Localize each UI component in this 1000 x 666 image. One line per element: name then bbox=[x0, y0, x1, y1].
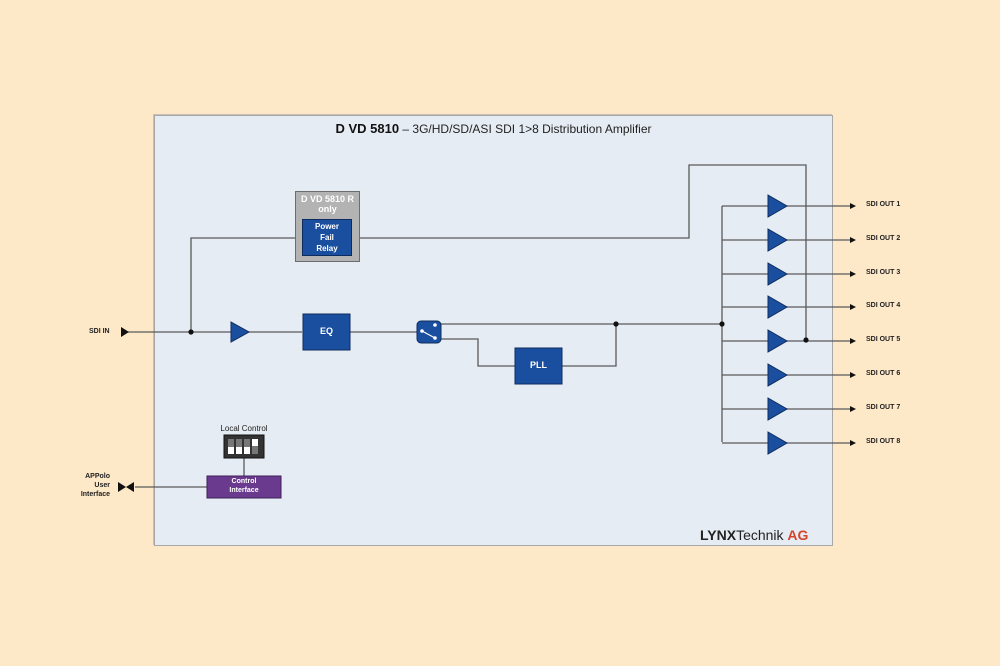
wire-to-relay bbox=[190, 237, 295, 332]
wire-relay-bypass bbox=[360, 164, 807, 340]
output-amplifier-icon bbox=[767, 295, 788, 319]
output-amplifier-icon bbox=[767, 262, 788, 286]
sdi-out-label: SDI OUT 6 bbox=[866, 370, 901, 377]
local-control-label: Local Control bbox=[220, 424, 268, 433]
output-amplifier-icon bbox=[767, 397, 788, 421]
sdi-out-label: SDI OUT 5 bbox=[866, 336, 901, 343]
output-amplifier-icon bbox=[767, 431, 788, 455]
wire-pll-out bbox=[562, 324, 617, 367]
output-arrow-icon bbox=[850, 203, 856, 209]
switch-lever-icon bbox=[421, 330, 436, 339]
sdi-in-arrow-icon bbox=[121, 327, 129, 337]
sdi-out-label: SDI OUT 7 bbox=[866, 404, 901, 411]
junction-dot bbox=[719, 321, 725, 327]
junction-dot bbox=[188, 329, 194, 335]
company-logo: LYNXTechnik AG bbox=[700, 527, 809, 543]
sdi-in-label: SDI IN bbox=[89, 328, 110, 335]
eq-block bbox=[302, 313, 351, 351]
output-arrow-icon bbox=[850, 338, 856, 344]
sdi-out-label: SDI OUT 8 bbox=[866, 438, 901, 445]
switch-contact-icon bbox=[433, 323, 437, 327]
sdi-out-label: SDI OUT 3 bbox=[866, 269, 901, 276]
pll-label: PLL bbox=[530, 360, 547, 370]
output-amplifier-icon bbox=[767, 363, 788, 387]
output-arrow-icon bbox=[850, 406, 856, 412]
sdi-out-label: SDI OUT 4 bbox=[866, 302, 901, 309]
junction-dot bbox=[613, 321, 619, 327]
eq-label: EQ bbox=[319, 326, 333, 336]
appolo-user-interface-label: APPolo User Interface bbox=[80, 473, 110, 498]
output-amplifier-icon bbox=[767, 194, 788, 218]
output-arrow-icon bbox=[850, 372, 856, 378]
title-description: – 3G/HD/SD/ASI SDI 1>8 Distribution Ampl… bbox=[399, 122, 652, 136]
device-panel bbox=[154, 115, 833, 546]
power-fail-relay-block bbox=[302, 219, 352, 256]
bidirectional-arrow-icon bbox=[126, 482, 134, 492]
wires bbox=[128, 164, 807, 488]
sdi-out-label: SDI OUT 2 bbox=[866, 235, 901, 242]
control-interface-block bbox=[206, 475, 282, 499]
output-arrow-icon bbox=[850, 237, 856, 243]
pll-block bbox=[514, 347, 563, 385]
output-arrow-icon bbox=[850, 271, 856, 277]
model-name: D VD 5810 bbox=[335, 121, 400, 136]
junction-dot bbox=[803, 337, 809, 343]
dip-switch-toggles bbox=[228, 439, 258, 454]
output-amplifier-icon bbox=[767, 228, 788, 252]
wire-switch-pll bbox=[441, 338, 515, 367]
output-arrow-icon bbox=[850, 304, 856, 310]
bidirectional-arrow-icon bbox=[118, 482, 126, 492]
output-amplifier-icon bbox=[767, 329, 788, 353]
diagram-title: D VD 5810 – 3G/HD/SD/ASI SDI 1>8 Distrib… bbox=[154, 121, 833, 136]
sdi-out-label: SDI OUT 1 bbox=[866, 201, 901, 208]
output-arrow-icon bbox=[850, 440, 856, 446]
input-amplifier-icon bbox=[230, 321, 251, 343]
output-stages bbox=[722, 194, 856, 455]
